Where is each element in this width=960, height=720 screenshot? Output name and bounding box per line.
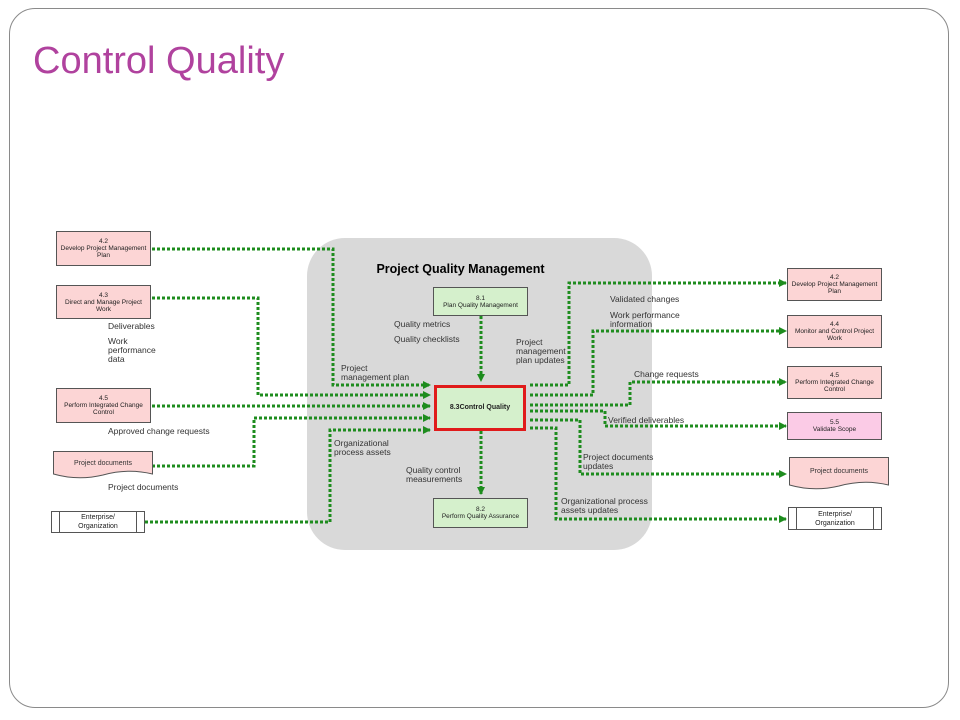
arrow-pmp-updates-out	[530, 279, 787, 387]
knowledge-area-title: Project Quality Management	[376, 262, 545, 276]
source-perform-name: Perform Integrated Change Control	[64, 402, 143, 416]
arrow-deliverables-in	[152, 296, 431, 399]
label-change-requests: Change requests	[634, 369, 699, 379]
target-develop-name: Develop Project Management Plan	[791, 281, 878, 295]
target-validate-name: Validate Scope	[812, 426, 857, 433]
source-develop-num: 4.2	[98, 238, 109, 245]
label-quality-metrics: Quality metrics	[394, 319, 451, 329]
process-main-num: 8.3	[449, 404, 460, 411]
arrow-verified-out	[530, 409, 787, 430]
label-validated-changes: Validated changes	[610, 294, 680, 304]
process-main-name: Control Quality	[459, 404, 511, 411]
process-plan-name: Plan Quality Management	[443, 301, 518, 309]
arrow-pmp-in	[152, 247, 431, 389]
source-project-documents-shape	[53, 451, 153, 479]
source-direct-name: Direct and Manage Project Work	[65, 298, 142, 313]
process-assurance-num: 8.2	[475, 506, 486, 513]
arrow-cr-out	[530, 378, 787, 407]
process-control-quality: 8.3Control Quality	[434, 385, 526, 431]
source-project-documents: Project documents	[74, 460, 132, 467]
arrow-opa-updates-out	[530, 426, 787, 523]
label-project-documents: Project documents	[108, 482, 179, 492]
label-deliverables: Deliverables	[108, 321, 155, 331]
source-enterprise-label: Enterprise/ Organization	[78, 514, 118, 530]
arrow-wpi-out	[530, 327, 787, 397]
source-enterprise: Enterprise/ Organization	[51, 511, 145, 533]
source-perform-num: 4.5	[98, 395, 109, 402]
target-enterprise: Enterprise/ Organization	[788, 507, 882, 530]
label-approved-change-requests: Approved change requests	[108, 426, 210, 436]
source-direct-num: 4.3	[98, 291, 109, 299]
arrow-projdoc-updates-out	[530, 418, 787, 478]
target-perform-num: 4.5	[829, 372, 840, 379]
process-assurance-name: Perform Quality Assurance	[441, 513, 520, 520]
target-develop-num: 4.2	[829, 274, 840, 281]
process-plan-num: 8.1	[475, 294, 486, 302]
arrow-opa-in	[145, 426, 431, 524]
label-verified-deliverables: Verified deliverables	[608, 415, 685, 425]
arrow-projdocs-in	[152, 414, 431, 468]
target-monitor-name: Monitor and Control Project Work	[794, 328, 875, 342]
target-perform-name: Perform Integrated Change Control	[795, 379, 874, 393]
target-project-documents: Project documents	[810, 468, 868, 475]
slide-title: Control Quality	[33, 40, 285, 82]
target-project-documents-shape	[789, 457, 889, 490]
target-validate-num: 5.5	[829, 419, 840, 426]
label-quality-checklists: Quality checklists	[394, 334, 460, 344]
target-enterprise-label: Enterprise/ Organization	[815, 510, 855, 527]
target-monitor-num: 4.4	[829, 321, 840, 328]
source-develop-name: Develop Project Management Plan	[60, 245, 147, 259]
